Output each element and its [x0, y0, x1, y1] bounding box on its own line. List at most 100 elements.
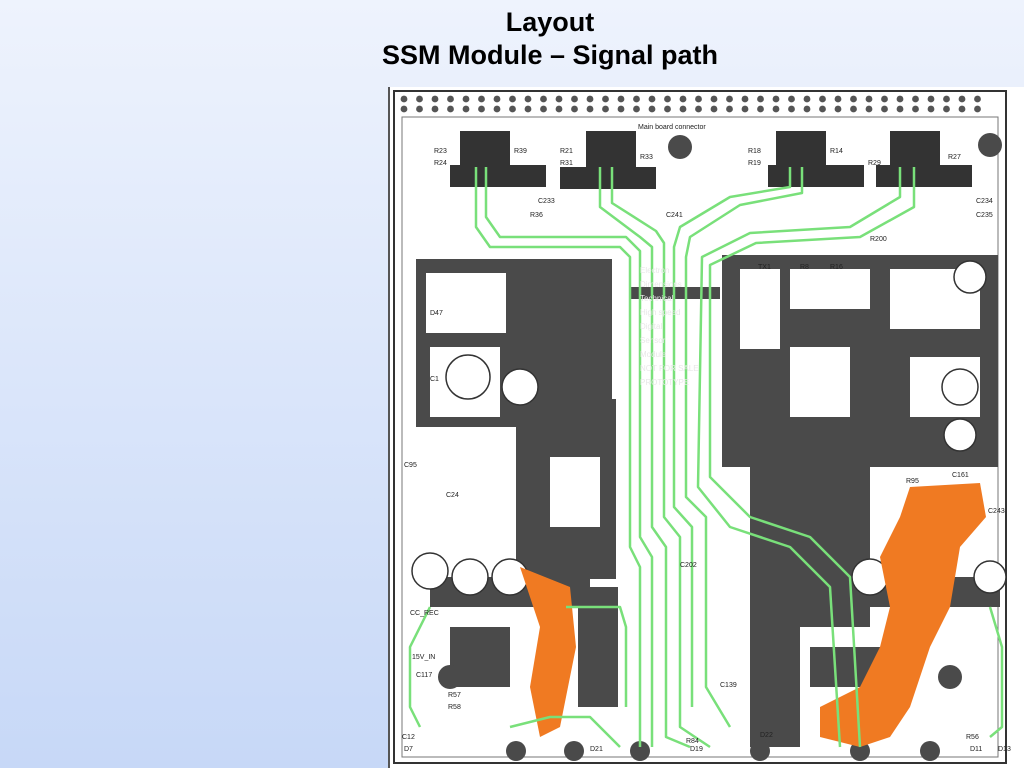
connector-pin — [462, 95, 470, 103]
label-r21: R21 — [560, 148, 573, 155]
plane-cutouts — [426, 269, 980, 527]
pcb-layout-image: Main board connector — [388, 87, 1024, 768]
cutout-h — [550, 457, 600, 527]
label-c117: C117 — [416, 672, 432, 679]
connector-pin — [741, 105, 749, 113]
label-c139: C139 — [720, 682, 737, 689]
label-r29: R29 — [868, 160, 881, 167]
label-d19: D19 — [690, 746, 703, 753]
connector-pin — [617, 105, 625, 113]
label-c243: C243 — [988, 508, 1005, 515]
label-15v-in: 15V_IN — [412, 654, 435, 661]
connector-pin — [431, 95, 439, 103]
mounting-hole-e — [630, 741, 650, 761]
center-text-line: NOT FOR SALE — [640, 364, 699, 373]
center-text-line: Digital — [640, 322, 662, 331]
capacitor-c1 — [445, 354, 491, 400]
center-text-line: Electron — [640, 266, 669, 275]
connector-pin — [571, 95, 578, 103]
connector-pin — [943, 95, 950, 103]
trace-12 — [509, 715, 621, 748]
capacitor-c7 — [451, 558, 489, 596]
highlight-region-left — [520, 567, 576, 737]
connector-pin — [679, 95, 687, 103]
connector-pin — [788, 95, 795, 103]
label-r36: R36 — [530, 212, 543, 219]
label-c24: C24 — [446, 492, 459, 499]
connector-pin — [416, 105, 423, 113]
label-r18: R18 — [748, 148, 761, 155]
connector-pin — [478, 95, 485, 103]
connector-pin — [400, 95, 408, 103]
label-r39: R39 — [514, 148, 527, 155]
capacitor-c3 — [953, 260, 987, 294]
label-c161: C161 — [952, 472, 969, 479]
connector-pin — [431, 105, 439, 113]
copper-column-right — [750, 607, 800, 747]
ic-packages — [450, 131, 972, 189]
connector-pin — [540, 105, 547, 113]
ic-u1-pads — [450, 165, 546, 187]
label-r19: R19 — [748, 160, 761, 167]
connector-pin — [772, 105, 780, 113]
connector-pin — [664, 95, 671, 103]
signal-traces — [408, 167, 1004, 749]
connector-pin — [896, 95, 904, 103]
connector-pin — [524, 95, 532, 103]
connector-pin — [416, 95, 423, 103]
mounting-hole-g — [850, 741, 870, 761]
connector-pin — [974, 105, 981, 113]
capacitor-c11 — [973, 560, 1007, 594]
connector-pin — [865, 95, 873, 103]
connector-pin — [493, 95, 501, 103]
label-r95: R95 — [906, 478, 919, 485]
label-d13: D13 — [998, 746, 1011, 753]
center-text-line: High speed — [640, 308, 680, 317]
trace-3 — [598, 167, 691, 749]
mounting-hole-a — [668, 135, 692, 159]
title-line-layout: Layout — [505, 7, 595, 37]
label-c234: C234 — [976, 198, 993, 205]
slide-title: Layout SSM Module – Signal path — [0, 6, 1024, 72]
connector-pin — [602, 95, 609, 103]
center-text-line: Module — [640, 350, 667, 359]
connector-pin — [912, 95, 919, 103]
label-d47: D47 — [430, 310, 443, 317]
center-text-line: Technical — [640, 294, 674, 303]
highlighted-copper — [520, 483, 986, 747]
mounting-hole-i — [438, 665, 462, 689]
label-c235: C235 — [976, 212, 993, 219]
connector-pin — [571, 105, 578, 113]
cutout-d — [790, 269, 870, 309]
label-d11: D11 — [970, 746, 982, 753]
connector-pin — [447, 105, 454, 113]
connector-pin — [555, 95, 563, 103]
mounting-hole-j — [938, 665, 962, 689]
label-r14: R14 — [830, 148, 843, 155]
label-d7: D7 — [404, 746, 413, 753]
title-line-signal-path: SSM Module – Signal path — [381, 40, 719, 70]
connector-pin — [586, 95, 594, 103]
connector-pin — [726, 105, 733, 113]
ic-u2-pads — [560, 167, 656, 189]
connector-pin — [974, 95, 981, 103]
silkscreen-labels: R23 R24 R39 R21 R31 R33 R18 R19 R14 R29 … — [402, 148, 1011, 753]
capacitor-c2 — [501, 368, 539, 406]
connector-pin — [710, 95, 718, 103]
connector-pin — [772, 95, 780, 103]
label-c202: C202 — [680, 562, 697, 569]
label-c95: C95 — [404, 462, 417, 469]
connector-pin — [617, 95, 625, 103]
connector-pin — [524, 105, 532, 113]
ic-u3-pads — [768, 165, 864, 187]
trace-9 — [408, 606, 432, 728]
cutout-f — [790, 347, 850, 417]
connector-pin — [896, 105, 904, 113]
label-r8: R8 — [800, 264, 809, 271]
connector-pin — [881, 105, 888, 113]
connector-pin — [865, 105, 873, 113]
connector-pin — [943, 105, 950, 113]
label-c1: C1 — [430, 376, 439, 383]
trace-1 — [474, 167, 642, 747]
